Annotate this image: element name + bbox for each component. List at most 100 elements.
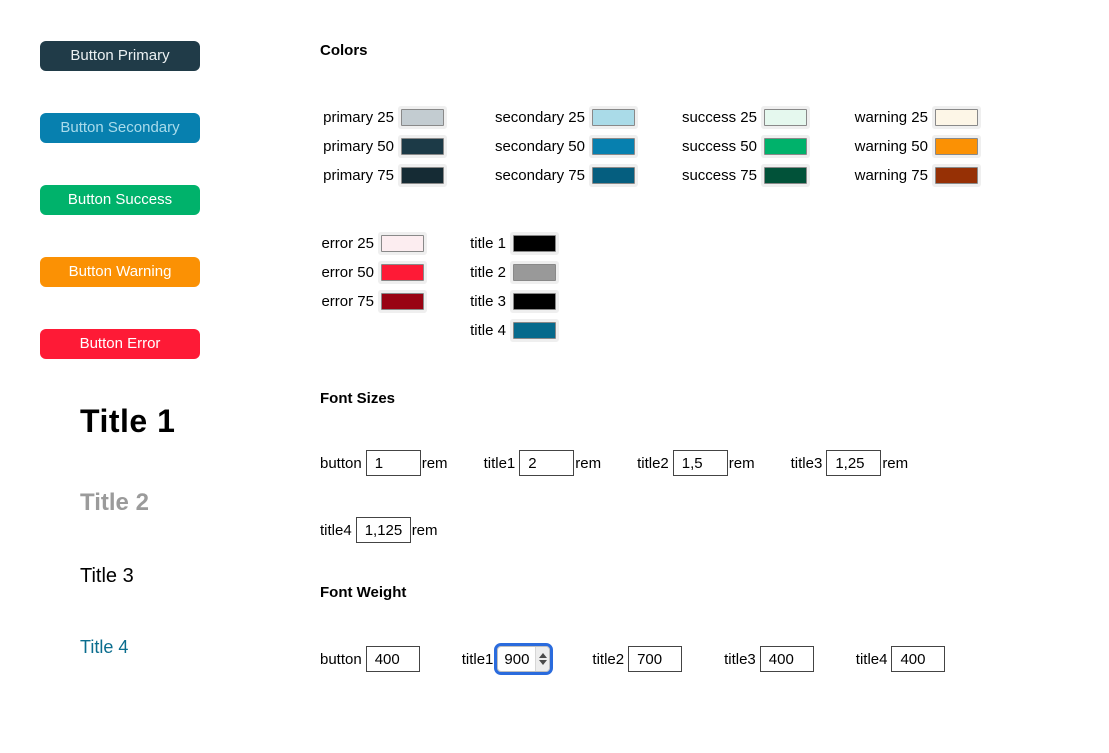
color-swatch-group-1: primary 25 primary 50 primary 75 seconda… [320, 103, 1060, 190]
swatch-label: primary 50 [323, 138, 394, 155]
color-swatch[interactable] [510, 319, 559, 342]
swatch-label: title 1 [470, 235, 506, 252]
number-spinner[interactable] [535, 647, 550, 671]
settings-panel: Colors primary 25 primary 50 primary 75 … [320, 40, 1060, 675]
color-swatch-fill [401, 109, 444, 126]
color-swatch-fill [381, 264, 424, 281]
font-sizes-heading: Font Sizes [320, 390, 396, 407]
field-label: title4 [855, 650, 888, 668]
font-weight-input-title3[interactable] [759, 646, 814, 672]
swatch-cell: title 4 [464, 316, 559, 345]
secondary-color-column: secondary 25 secondary 50 secondary 75 [488, 103, 638, 190]
color-swatch-fill [513, 322, 556, 339]
swatch-cell: warning 50 [851, 132, 981, 161]
swatch-cell: success 50 [679, 132, 810, 161]
color-swatch[interactable] [589, 135, 638, 158]
color-swatch[interactable] [510, 261, 559, 284]
field-label: button [320, 454, 362, 472]
color-swatch[interactable] [932, 106, 981, 129]
color-swatch[interactable] [510, 290, 559, 313]
font-weight-input-title1-value[interactable] [498, 647, 536, 671]
font-size-field-button: button rem [320, 450, 448, 476]
font-weight-heading: Font Weight [320, 584, 407, 601]
font-weight-field-button: button [320, 646, 420, 672]
swatch-label: title 2 [470, 264, 506, 281]
swatch-label: success 25 [681, 109, 757, 126]
spinner-up-icon[interactable] [538, 653, 547, 658]
button-warning[interactable]: Button Warning [40, 257, 200, 287]
warning-color-column: warning 25 warning 50 warning 75 [851, 103, 981, 190]
font-sizes-row-1: button rem title1 rem title2 rem title3 … [320, 450, 1060, 476]
color-swatch[interactable] [761, 135, 810, 158]
swatch-label: success 75 [681, 167, 757, 184]
swatch-label: primary 25 [323, 109, 394, 126]
color-swatch[interactable] [510, 232, 559, 255]
color-swatch-fill [592, 167, 635, 184]
color-swatch[interactable] [761, 106, 810, 129]
color-swatch[interactable] [378, 261, 427, 284]
color-swatch-fill [764, 109, 807, 126]
swatch-cell: success 25 [679, 103, 810, 132]
field-label: title3 [724, 650, 756, 668]
swatch-cell: primary 25 [320, 103, 447, 132]
field-label: button [320, 650, 362, 668]
color-swatch[interactable] [589, 106, 638, 129]
font-weight-input-title4[interactable] [891, 646, 946, 672]
success-color-column: success 25 success 50 success 75 [679, 103, 810, 190]
color-swatch-fill [764, 167, 807, 184]
font-size-field-title3: title3 rem [790, 450, 908, 476]
color-swatch[interactable] [932, 164, 981, 187]
font-size-field-title1: title1 rem [484, 450, 602, 476]
field-label: title4 [320, 521, 352, 539]
button-secondary[interactable]: Button Secondary [40, 113, 200, 143]
font-size-input-title3[interactable] [826, 450, 882, 476]
font-size-input-button[interactable] [365, 450, 421, 476]
color-swatch-fill [935, 167, 978, 184]
font-weight-field-title3: title3 [724, 646, 814, 672]
color-swatch-fill [592, 138, 635, 155]
color-swatch[interactable] [398, 135, 447, 158]
swatch-cell: primary 75 [320, 161, 447, 190]
font-size-input-title1[interactable] [519, 450, 575, 476]
swatch-label: secondary 50 [494, 138, 585, 155]
font-weight-input-title1[interactable] [494, 643, 554, 675]
swatch-cell: success 75 [679, 161, 810, 190]
font-weight-input-button[interactable] [365, 646, 420, 672]
color-swatch-fill [935, 138, 978, 155]
color-swatch[interactable] [378, 290, 427, 313]
color-swatch[interactable] [398, 164, 447, 187]
font-weight-row: button title1 title2 title3 title4 [320, 643, 1060, 675]
title-2-sample: Title 2 [80, 489, 149, 516]
button-error[interactable]: Button Error [40, 329, 200, 359]
color-swatch-fill [513, 293, 556, 310]
swatch-cell: error 75 [320, 287, 427, 316]
spinner-down-icon[interactable] [538, 660, 547, 665]
unit-label: rem [728, 454, 755, 472]
swatch-label: success 50 [681, 138, 757, 155]
color-swatch-fill [401, 167, 444, 184]
button-success[interactable]: Button Success [40, 185, 200, 215]
swatch-cell: secondary 50 [488, 132, 638, 161]
field-label: title3 [790, 454, 823, 472]
color-swatch-fill [513, 264, 556, 281]
color-swatch-fill [381, 293, 424, 310]
unit-label: rem [575, 454, 602, 472]
color-swatch[interactable] [378, 232, 427, 255]
swatch-cell: warning 75 [851, 161, 981, 190]
swatch-label: error 50 [321, 264, 374, 281]
swatch-label: secondary 25 [494, 109, 585, 126]
title-color-column: title 1 title 2 title 3 title 4 [464, 229, 559, 345]
font-size-input-title2[interactable] [672, 450, 728, 476]
color-swatch[interactable] [932, 135, 981, 158]
color-swatch-fill [513, 235, 556, 252]
button-primary[interactable]: Button Primary [40, 41, 200, 71]
color-swatch[interactable] [398, 106, 447, 129]
swatch-label: warning 75 [854, 167, 928, 184]
color-swatch[interactable] [761, 164, 810, 187]
colors-heading: Colors [320, 42, 368, 59]
color-swatch[interactable] [589, 164, 638, 187]
color-swatch-group-2: error 25 error 50 error 75 title 1 title… [320, 229, 1060, 345]
font-sizes-row-2: title4 rem [320, 517, 1060, 543]
font-size-input-title4[interactable] [355, 517, 411, 543]
font-weight-input-title2[interactable] [628, 646, 683, 672]
